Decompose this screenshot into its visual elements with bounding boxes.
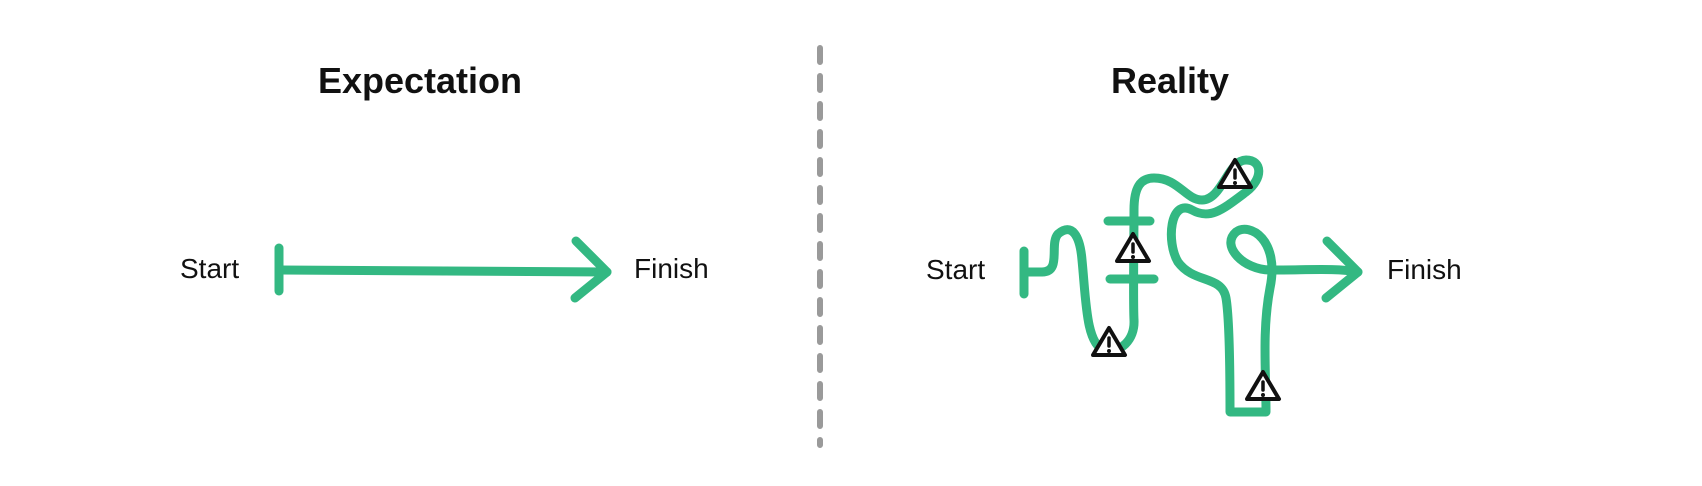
expectation-path [274, 236, 612, 303]
warning-triangle-icon [1245, 370, 1281, 401]
expectation-title: Expectation [317, 60, 523, 101]
warning-triangle-icon [1115, 232, 1151, 263]
reality-path [1019, 155, 1363, 417]
expectation-shaft [275, 265, 612, 277]
expectation-start-label: Start [180, 253, 240, 284]
warning-triangle-icon [1091, 326, 1127, 357]
arrow-head-icon [1321, 236, 1363, 303]
reality-finish-label: Finish [1387, 254, 1462, 285]
reality-tangled-line [1020, 155, 1363, 417]
warning-triangle-icon [1217, 158, 1253, 189]
expectation-finish-label: Finish [634, 253, 709, 284]
reality-start-label: Start [926, 254, 986, 285]
arrow-head-icon [570, 236, 612, 303]
reality-title: Reality [1110, 60, 1230, 101]
